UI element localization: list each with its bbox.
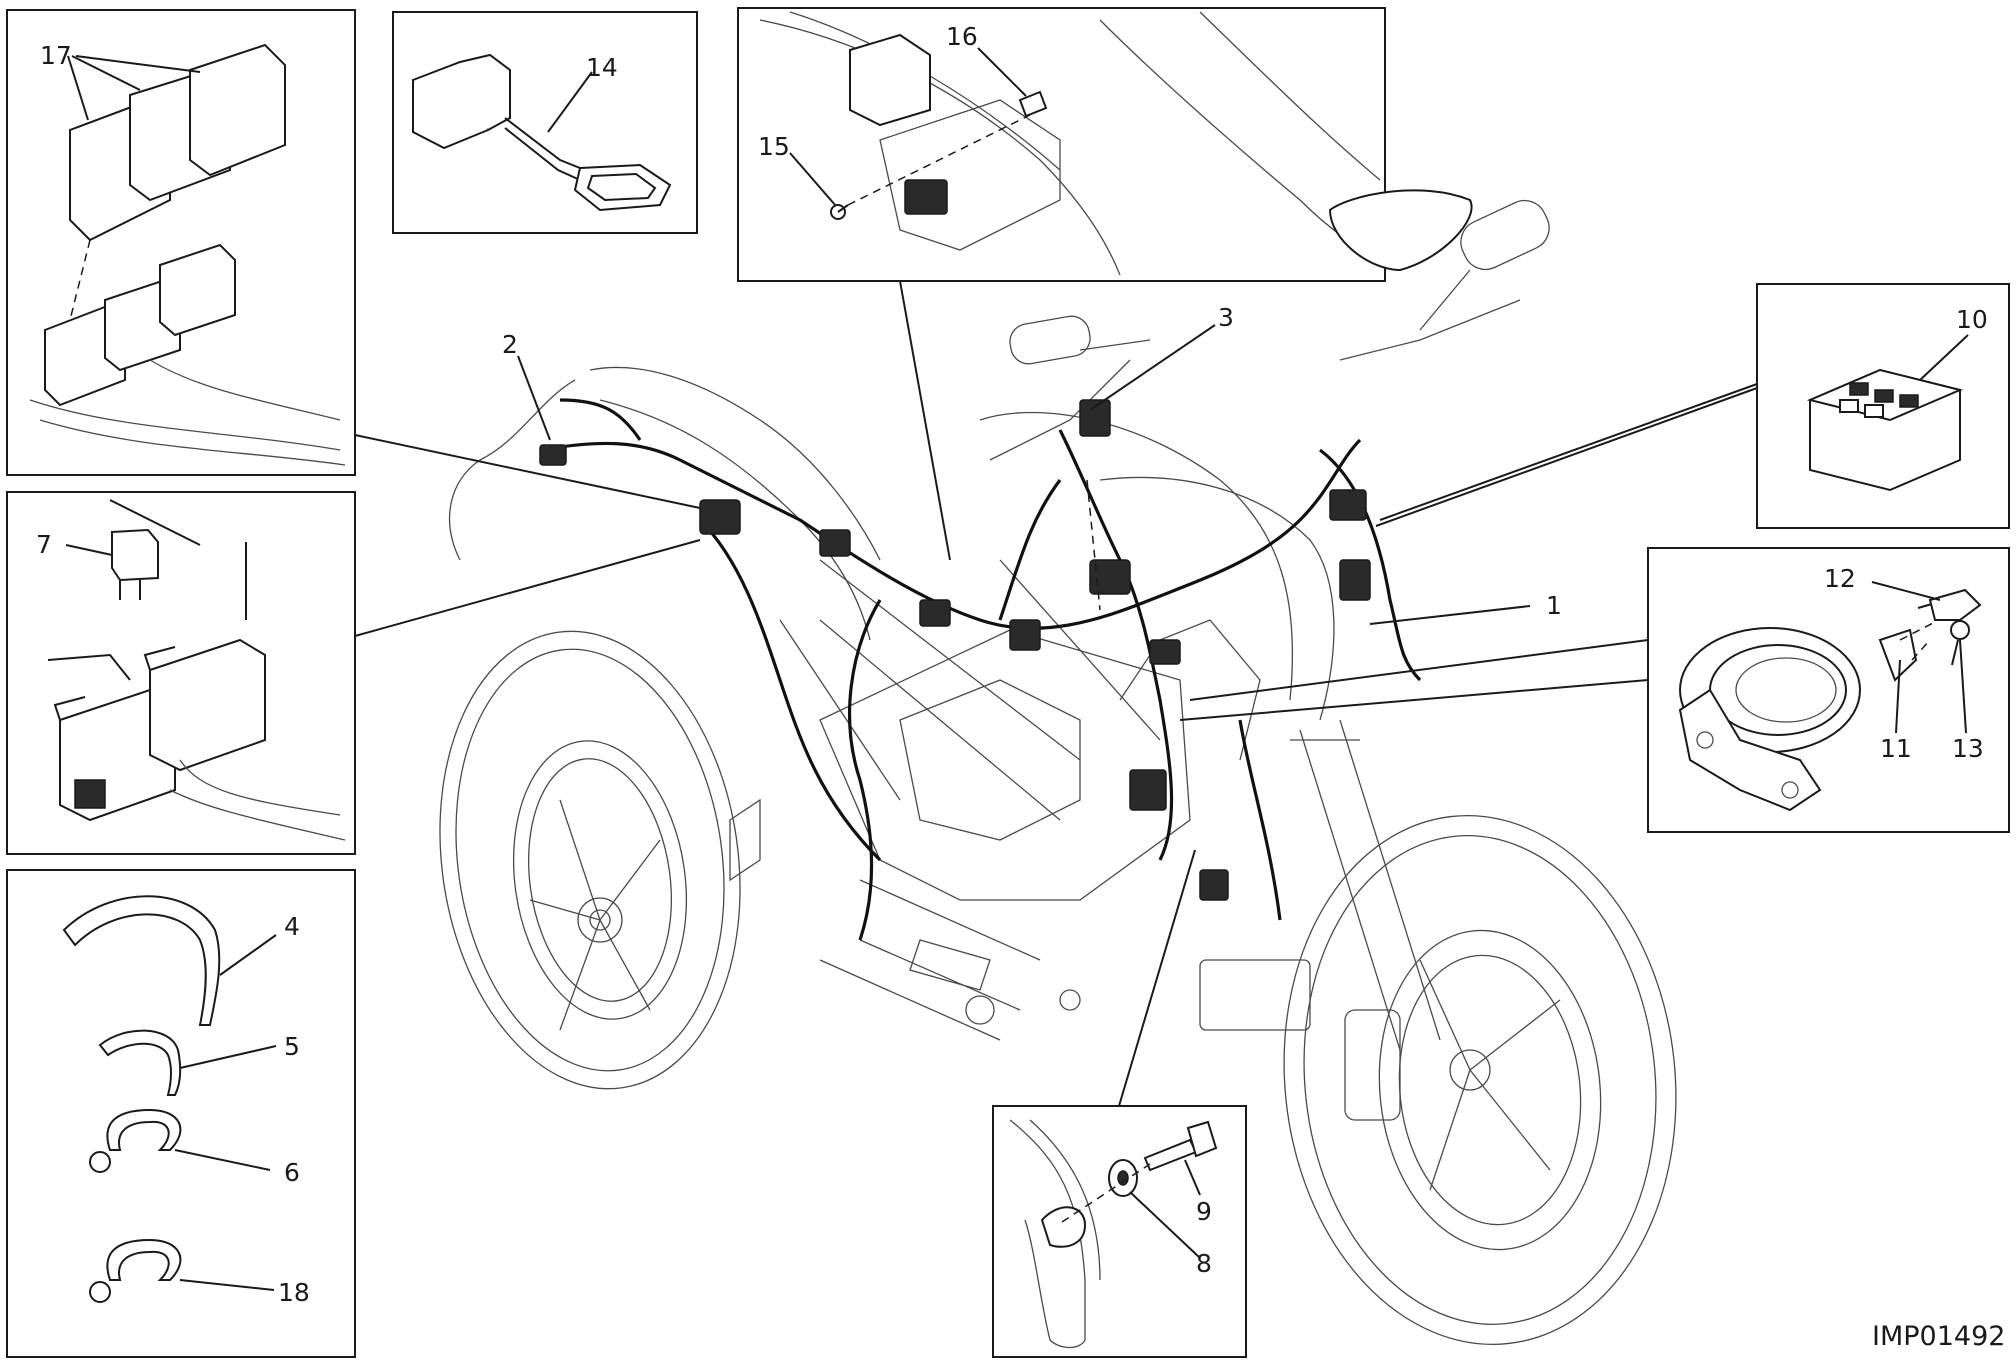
- bracket-icon: [1878, 628, 1918, 682]
- leader-2: [517, 355, 551, 441]
- leader-14: [547, 71, 593, 133]
- leader-8: [1129, 1191, 1201, 1259]
- washer-icon: [1108, 1159, 1138, 1197]
- callout-labels: 17 14 16 15 2 3 10 7 12 1 11 13 4 5 6 18…: [36, 22, 2005, 1352]
- push-rivet-icon: [830, 204, 849, 220]
- connector-icon: [412, 53, 672, 212]
- callout-4: 4: [284, 912, 300, 941]
- cable-ties-detail-box: [6, 869, 356, 1358]
- callout-14: 14: [586, 53, 618, 82]
- callout-5: 5: [284, 1032, 300, 1061]
- callout-3: 3: [1218, 303, 1234, 332]
- callout-17: 17: [40, 41, 72, 70]
- callout-2: 2: [502, 330, 518, 359]
- bolt-icon: [1950, 620, 1970, 666]
- leader-5: [179, 1045, 277, 1069]
- leader-dash-3: [1086, 479, 1101, 611]
- connector-icon: [1806, 368, 1964, 492]
- leader-10: [1919, 334, 1969, 381]
- leader-12: [1871, 581, 1941, 601]
- callout-1: 1: [1546, 591, 1562, 620]
- callout-11: 11: [1880, 734, 1912, 763]
- sensor-icon: [1917, 588, 1982, 621]
- eyelet-icon: [1040, 1206, 1087, 1248]
- callout-9: 9: [1196, 1197, 1212, 1226]
- leader-16: [977, 47, 1027, 97]
- leader-9: [1184, 1159, 1201, 1196]
- throttle-body-detail-box: [1647, 547, 2010, 833]
- bolt-icon: [1143, 1120, 1218, 1172]
- fuse-icon: [111, 528, 159, 600]
- callout-7: 7: [36, 530, 52, 559]
- leader-3: [1089, 324, 1216, 411]
- leader-18: [179, 1279, 275, 1291]
- fuse-holder-icon: [53, 638, 346, 841]
- leader-6: [174, 1149, 271, 1171]
- fuse-box-detail-box: [6, 491, 356, 855]
- connector-10-detail-box: [1756, 283, 2010, 529]
- callout-8: 8: [1196, 1249, 1212, 1278]
- leader-7: [65, 544, 113, 556]
- image-code: IMP01492: [1872, 1321, 2005, 1352]
- leader-17-b: [71, 55, 141, 91]
- leader-15: [789, 152, 837, 207]
- callout-13: 13: [1952, 734, 1984, 763]
- motorcycle-illustration: [439, 199, 1677, 1345]
- rear-wheel-icon: [439, 630, 741, 1090]
- ground-bolt-detail-box: [992, 1105, 1247, 1358]
- leader-17-c: [75, 55, 201, 73]
- leader-4: [219, 934, 277, 976]
- callout-6: 6: [284, 1158, 300, 1187]
- callout-15: 15: [758, 132, 790, 161]
- cable-tie-icon: [62, 895, 221, 1096]
- relays-detail-box: [6, 9, 356, 476]
- wiring-harness: [539, 398, 1422, 941]
- clamp-icon: [89, 1108, 182, 1303]
- callout-18: 18: [278, 1278, 310, 1307]
- callout-16: 16: [946, 22, 978, 51]
- throttle-body-icon: [1678, 627, 1861, 812]
- leader-17-a: [67, 55, 89, 121]
- callout-10: 10: [1956, 305, 1988, 334]
- leader-11: [1895, 659, 1901, 734]
- leader-13: [1959, 639, 1967, 734]
- front-wheel-icon: [1283, 719, 1677, 1345]
- connector-cap-detail-box: [392, 11, 698, 234]
- clip-icon: [1018, 90, 1048, 118]
- frame-clip-detail-box: [737, 7, 1473, 282]
- box-leader-lines: [354, 280, 1758, 1107]
- leader-1: [1369, 605, 1531, 625]
- relay-icon: [29, 43, 346, 466]
- callout-12: 12: [1824, 564, 1856, 593]
